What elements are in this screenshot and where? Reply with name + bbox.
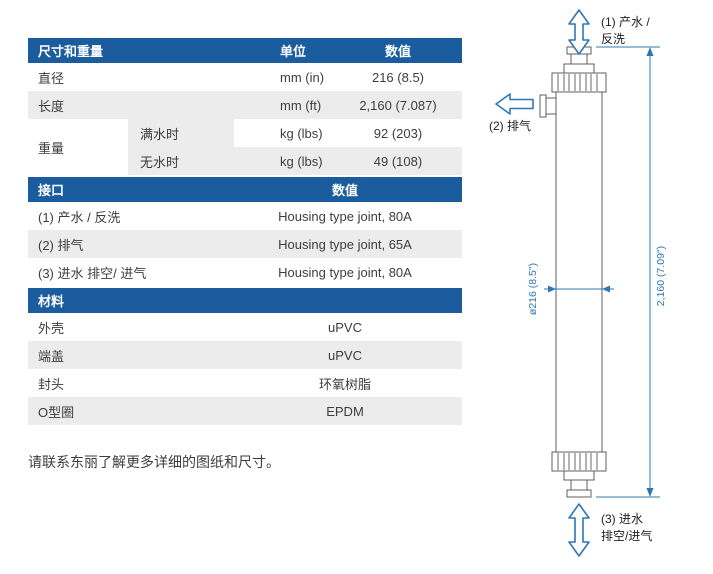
row-value: Housing type joint, 65A	[278, 236, 412, 252]
section-connections: 接口 数值 (1) 产水 / 反洗 Housing type joint, 80…	[28, 177, 462, 286]
table-row-potting: 封头 环氧树脂	[28, 369, 462, 397]
row-label: O型圈	[38, 404, 75, 420]
table-row-port3: (3) 进水 排空/ 进气 Housing type joint, 80A	[28, 258, 462, 286]
module-outline	[539, 46, 607, 498]
row-unit: kg (lbs)	[234, 147, 334, 175]
height-dimension-lines	[596, 46, 660, 498]
unit-column-header: 单位	[280, 44, 307, 59]
connections-header-row: 接口 数值	[28, 177, 462, 202]
table-row-oring: O型圈 EPDM	[28, 397, 462, 425]
row-label: 端盖	[38, 348, 65, 364]
diameter-dimension-arrowheads	[548, 285, 610, 293]
table-row-diameter: 直径 mm (in) 216 (8.5)	[28, 63, 462, 91]
row-label: 直径	[38, 70, 65, 86]
table-row-port1: (1) 产水 / 反洗 Housing type joint, 80A	[28, 202, 462, 230]
row-sublabel: 无水时	[128, 147, 234, 175]
row-label: (2) 排气	[38, 237, 84, 253]
contact-note: 请联系东丽了解更多详细的图纸和尺寸。	[28, 454, 280, 470]
port1-label: (1) 产水 / 反洗	[601, 15, 650, 46]
row-label: 重量	[38, 140, 65, 156]
row-sublabel: 满水时	[128, 119, 234, 147]
dimensions-header-title: 尺寸和重量	[38, 44, 104, 59]
port3-double-arrow-icon	[568, 503, 590, 557]
port1-double-arrow-icon	[568, 9, 590, 55]
row-value: 环氧树脂	[318, 376, 371, 392]
diameter-dimension-label: ø216 (8.5")	[527, 263, 539, 315]
row-unit: mm (ft)	[280, 97, 322, 113]
row-label: (3) 进水 排空/ 进气	[38, 265, 147, 281]
row-value: Housing type joint, 80A	[278, 208, 412, 224]
row-label: 外壳	[38, 320, 65, 336]
spec-tables: 尺寸和重量 单位 数值 直径 mm (in) 216 (8.5) 长度 mm (…	[28, 38, 462, 427]
table-row-endcap: 端盖 uPVC	[28, 341, 462, 369]
row-unit: mm (in)	[280, 69, 325, 85]
table-row-length: 长度 mm (ft) 2,160 (7.087)	[28, 91, 462, 119]
row-label: 长度	[38, 98, 65, 114]
row-value: Housing type joint, 80A	[278, 264, 412, 280]
table-row-housing: 外壳 uPVC	[28, 313, 462, 341]
row-label: (1) 产水 / 反洗	[38, 209, 121, 225]
section-materials: 材料 外壳 uPVC 端盖 uPVC 封头 环氧树脂 O型圈 EPDM	[28, 288, 462, 425]
row-value: uPVC	[328, 319, 362, 335]
clamp-ribs	[557, 74, 598, 470]
row-value: 49 (108)	[334, 147, 462, 175]
row-value: uPVC	[328, 347, 362, 363]
table-row-weight: 重量 满水时 kg (lbs) 92 (203) 无水时 kg (lbs) 49…	[28, 119, 462, 175]
materials-header-title: 材料	[38, 294, 65, 309]
flow-arrows	[495, 9, 590, 557]
materials-header-row: 材料	[28, 288, 462, 313]
port3-label: (3) 进水 排空/进气	[601, 512, 653, 543]
row-unit: kg (lbs)	[280, 125, 323, 141]
section-dimensions-weight: 尺寸和重量 单位 数值 直径 mm (in) 216 (8.5) 长度 mm (…	[28, 38, 462, 175]
row-value: 92 (203)	[373, 125, 423, 141]
row-value: 216 (8.5)	[371, 69, 425, 85]
connections-header-title: 接口	[38, 183, 65, 198]
height-dimension-arrowheads	[646, 47, 654, 497]
row-label: 封头	[38, 376, 65, 392]
row-value: 2,160 (7.087)	[359, 97, 437, 113]
row-value: EPDM	[326, 403, 364, 419]
table-row-port2: (2) 排气 Housing type joint, 65A	[28, 230, 462, 258]
port2-left-arrow-icon	[495, 93, 534, 115]
port2-label: (2) 排气	[489, 119, 532, 133]
height-dimension-label: 2,160 (7.09")	[655, 246, 667, 306]
value-column-header: 数值	[331, 183, 358, 198]
dimensions-header-row: 尺寸和重量 单位 数值	[28, 38, 462, 63]
value-column-header: 数值	[384, 44, 411, 59]
